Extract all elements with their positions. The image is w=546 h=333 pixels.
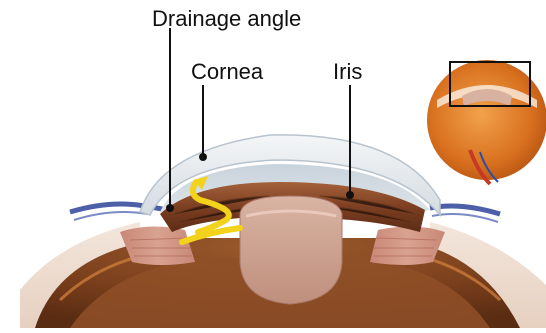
dot-iris <box>346 191 354 199</box>
dot-cornea <box>199 153 207 161</box>
label-drainage-angle: Drainage angle <box>152 8 301 30</box>
ciliary-body-left <box>120 226 195 265</box>
eyeball-inset-icon <box>427 60 546 184</box>
ciliary-body-right <box>370 226 445 265</box>
label-cornea: Cornea <box>191 61 263 83</box>
dot-drainage-angle <box>166 204 174 212</box>
label-iris: Iris <box>333 61 362 83</box>
